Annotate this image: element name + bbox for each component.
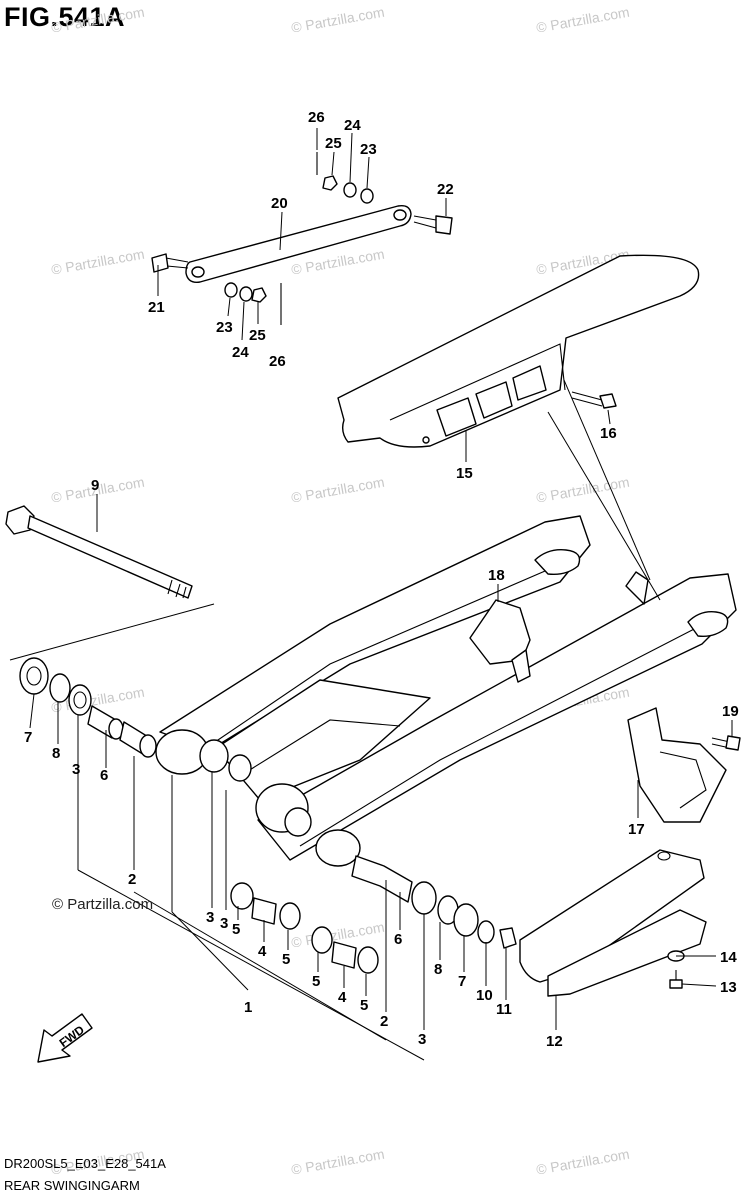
right-bearing-stack[interactable] [230, 855, 517, 974]
callout-15: 15 [456, 465, 473, 482]
callout-17: 17 [628, 821, 645, 838]
callout-11: 11 [496, 1001, 512, 1018]
callout-2: 2 [128, 871, 136, 888]
callout-5: 5 [282, 951, 290, 968]
chain-guide[interactable] [627, 707, 727, 823]
chain-case[interactable] [337, 254, 700, 448]
callout-6: 6 [394, 931, 402, 948]
bolt-13[interactable] [669, 970, 683, 989]
callout-21: 21 [148, 299, 165, 316]
chain-buffer[interactable] [519, 849, 707, 997]
callout-9: 9 [91, 477, 99, 494]
leader-lines [9, 128, 733, 1061]
callout-26: 26 [308, 109, 325, 126]
figure-title: FIG.541A [4, 2, 126, 32]
callout-6: 6 [100, 767, 108, 784]
pivot-shaft[interactable] [5, 505, 193, 599]
callout-3: 3 [206, 909, 214, 926]
callout-7: 7 [24, 729, 32, 746]
callout-20: 20 [271, 195, 288, 212]
callout-5: 5 [312, 973, 320, 990]
figure-caption: REAR SWINGINGARM [4, 1178, 140, 1193]
fwd-arrow: FWD [37, 1013, 93, 1063]
callout-23: 23 [216, 319, 233, 336]
callout-22: 22 [437, 181, 454, 198]
callout-16: 16 [600, 425, 617, 442]
bolt-16[interactable] [571, 391, 617, 409]
torque-link[interactable] [185, 204, 412, 283]
callout-7: 7 [458, 973, 466, 990]
bolt-22[interactable] [413, 215, 453, 235]
bolt-19[interactable] [711, 735, 741, 751]
callout-3: 3 [418, 1031, 426, 1048]
callout-5: 5 [232, 921, 240, 938]
swingarm[interactable] [155, 515, 737, 867]
callout-24: 24 [232, 344, 249, 361]
callout-23: 23 [360, 141, 377, 158]
callout-26: 26 [269, 353, 286, 370]
callout-10: 10 [476, 987, 493, 1004]
callout-19: 19 [722, 703, 739, 720]
callout-12: 12 [546, 1033, 563, 1050]
callout-14: 14 [720, 949, 737, 966]
callout-25: 25 [325, 135, 342, 152]
callout-13: 13 [720, 979, 737, 996]
callouts: 26 24 25 23 22 20 21 23 24 25 26 16 15 9… [24, 109, 739, 1050]
figure-code: DR200SL5_E03_E28_541A [4, 1156, 166, 1171]
callout-4: 4 [258, 943, 267, 960]
callout-24: 24 [344, 117, 361, 134]
callout-25: 25 [249, 327, 266, 344]
callout-5: 5 [360, 997, 368, 1014]
copyright-notice: © Partzilla.com [52, 896, 154, 913]
callout-18: 18 [488, 567, 505, 584]
left-bearing-stack[interactable] [19, 657, 157, 758]
callout-8: 8 [434, 961, 442, 978]
callout-2: 2 [380, 1013, 388, 1030]
bolt-21[interactable] [151, 253, 189, 273]
top-fasteners[interactable] [224, 152, 374, 325]
callout-3: 3 [220, 915, 228, 932]
callout-3: 3 [72, 761, 80, 778]
callout-1: 1 [244, 999, 252, 1016]
callout-4: 4 [338, 989, 347, 1006]
callout-8: 8 [52, 745, 60, 762]
